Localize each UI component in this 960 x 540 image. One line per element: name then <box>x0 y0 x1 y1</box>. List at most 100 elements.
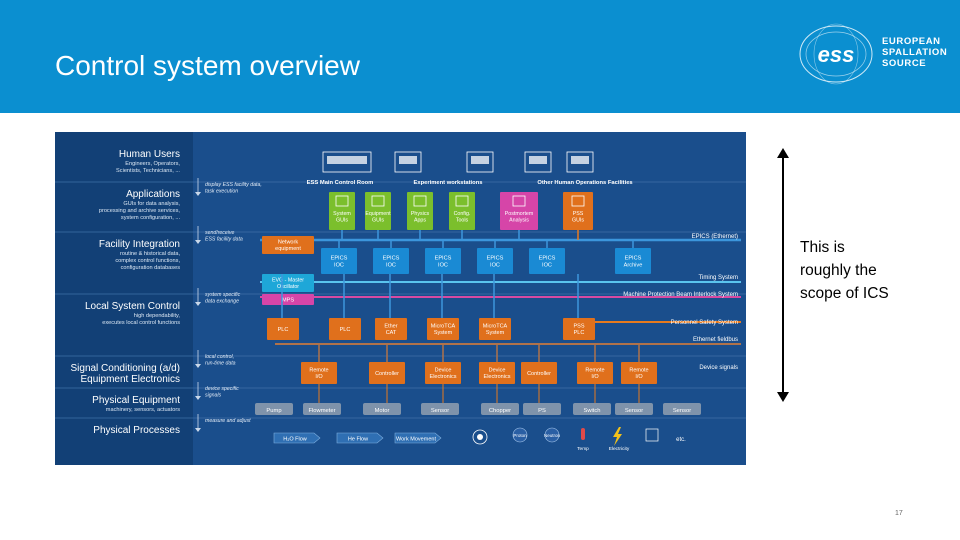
workstation-icon-screen <box>399 156 417 164</box>
flow-note: run-time data <box>205 361 236 367</box>
evg-master-oscillator-box-label: Oscillator <box>277 284 299 290</box>
electronics-box-label: Electronics <box>430 374 457 380</box>
flow-arrowhead <box>195 302 201 306</box>
epics-ioc-box-label: IOC <box>542 262 552 268</box>
application-box <box>500 192 538 230</box>
layer-title: Local System Control <box>85 301 180 312</box>
layer-title: Human Users <box>119 149 180 160</box>
bus-label: Timing System <box>699 275 738 281</box>
equipment-box <box>255 403 293 415</box>
workstation-icon <box>466 151 494 173</box>
page-number: 17 <box>895 510 903 517</box>
local-control-box <box>267 318 299 340</box>
ess-logo: ess EUROPEAN SPALLATION SOURCE <box>796 22 947 86</box>
application-label: Equipment <box>365 211 391 217</box>
flow-arrowhead <box>195 428 201 432</box>
electronics-box-label: Electronics <box>484 374 511 380</box>
local-control-box-label: MicroTCA <box>431 324 456 330</box>
local-control-box-label: Ether <box>384 324 397 330</box>
flow-note: device specific <box>205 386 239 392</box>
electronics-box <box>521 362 557 384</box>
electronics-box <box>369 362 405 384</box>
electronics-box <box>621 362 657 384</box>
process-flow-label: He Flow <box>348 437 368 443</box>
layer-description: configuration databases <box>121 265 181 271</box>
flow-note: task execution <box>205 189 238 195</box>
epics-ioc-box-label: EPICS <box>331 256 348 262</box>
application-box <box>365 192 391 230</box>
flow-note: data exchange <box>205 299 239 305</box>
epics-ioc-box-label: IOC <box>438 262 448 268</box>
electronics-box-label: I/O <box>635 374 643 380</box>
application-label: Config. <box>454 211 471 217</box>
equipment-label: Sensor <box>431 408 449 414</box>
network-equipment-box-label: equipment <box>275 246 301 252</box>
application-icon <box>571 195 585 207</box>
equipment-label: Switch <box>583 408 600 414</box>
epics-ioc-box-label: EPICS <box>487 256 504 262</box>
process-flow-label: Work Movement <box>396 437 436 443</box>
application-label: System <box>333 211 351 217</box>
local-control-box-label: PLC <box>340 327 351 333</box>
workstation-icon-screen <box>529 156 547 164</box>
wave-icon <box>472 429 488 445</box>
epics-ioc-box-label: EPICS <box>383 256 400 262</box>
application-label: Postmortem <box>505 211 534 217</box>
scope-note-line: roughly the <box>800 262 877 279</box>
flow-note: display ESS facility data, <box>205 182 262 188</box>
layer-title: Applications <box>126 189 180 200</box>
room-label: Other Human Operations Facilities <box>537 180 632 186</box>
layer-description: Scientists, Technicians, ... <box>116 168 180 174</box>
epics-ioc-box-label: IOC <box>386 262 396 268</box>
workstation-icon <box>394 151 422 173</box>
epics-ioc-box <box>477 248 513 274</box>
application-label: GUIs <box>372 218 384 224</box>
epics-ioc-box <box>615 248 651 274</box>
logo-line: SOURCE <box>882 58 927 69</box>
local-control-box-label: PSS <box>573 324 584 330</box>
electronics-box-label: Device <box>435 368 452 374</box>
epics-ioc-box-label: IOC <box>490 262 500 268</box>
scope-note: This is roughly the scope of ICS <box>800 236 920 305</box>
application-label: Apps <box>414 218 426 224</box>
layer-label-column <box>55 132 193 465</box>
equipment-label: Flowmeter <box>308 408 335 414</box>
electronics-box <box>425 362 461 384</box>
local-control-box <box>427 318 459 340</box>
scope-double-arrow <box>777 148 789 402</box>
layer-description: routine & historical data, <box>120 251 180 257</box>
evg-master-oscillator-box-label: EVG - Master <box>272 278 304 284</box>
process-etc-label: etc. <box>676 437 686 443</box>
layer-description: processing and archive services, <box>99 208 181 214</box>
particle-icon <box>512 427 528 443</box>
particle-label: Proton <box>513 433 527 438</box>
local-control-box-label: PLC <box>574 330 585 336</box>
logo-line: EUROPEAN <box>882 36 941 47</box>
flow-arrowhead <box>195 364 201 368</box>
network-equipment-box <box>262 236 314 254</box>
application-label: Physics <box>411 211 430 217</box>
local-control-box <box>479 318 511 340</box>
magnet-icon <box>645 428 659 442</box>
application-label: GUIs <box>572 218 584 224</box>
bus-label: Machine Protection Beam Interlock System <box>623 292 738 298</box>
flow-note: measure and adjust <box>205 418 251 424</box>
epics-ioc-box-label: EPICS <box>625 256 642 262</box>
local-control-box <box>329 318 361 340</box>
equipment-label: Sensor <box>625 408 643 414</box>
layer-title: Equipment Electronics <box>81 374 181 385</box>
application-box <box>329 192 355 230</box>
workstation-icon <box>524 151 552 173</box>
equipment-box <box>421 403 459 415</box>
electronics-box-label: Controller <box>527 371 551 377</box>
electronics-box-label: Controller <box>375 371 399 377</box>
workstation-icon-screen <box>327 156 367 164</box>
electronics-box-label: Remote <box>629 368 648 374</box>
layer-title: Signal Conditioning (a/d) <box>70 363 180 374</box>
workstation-icon <box>566 151 594 173</box>
particle-icon <box>544 427 560 443</box>
epics-ioc-box-label: EPICS <box>539 256 556 262</box>
layer-title: Physical Processes <box>93 425 180 436</box>
equipment-label: Motor <box>375 408 390 414</box>
epics-ioc-box-label: EPICS <box>435 256 452 262</box>
